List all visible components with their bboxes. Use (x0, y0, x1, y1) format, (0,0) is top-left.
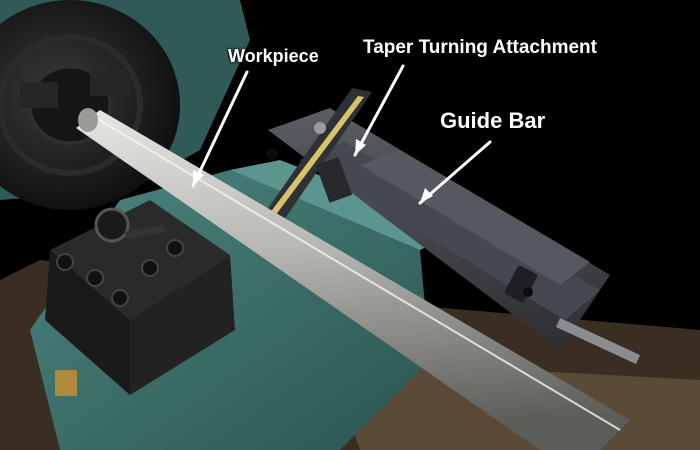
arrow-heads (193, 139, 433, 203)
pivot-pin (314, 122, 326, 134)
tool-post-bolt-4 (141, 259, 159, 277)
tool-post-base (50, 200, 230, 320)
tool-post-side (45, 250, 130, 395)
arrow-taper-attachment (353, 64, 405, 157)
slide-block (315, 157, 353, 203)
tool-post-bolt-3 (111, 289, 129, 307)
guide-rod (556, 318, 640, 364)
tool-post-bolt-1 (56, 253, 74, 271)
label-workpiece: Workpiece (228, 46, 319, 66)
guide-bar-clamp (504, 265, 538, 303)
guide-bar-rail (360, 150, 590, 285)
workpiece-bar (76, 110, 630, 450)
brass-fitting (55, 370, 77, 396)
arrowhead-workpiece (193, 170, 204, 186)
slot-highlight (254, 96, 364, 236)
attachment-bolt (266, 148, 278, 160)
arrowhead-taper-attachment (355, 139, 366, 155)
label-guide-bar: Guide Bar (440, 108, 546, 133)
workpiece-end (78, 108, 98, 132)
arrowhead-guide-bar (420, 188, 433, 203)
arrow-guide-bar (418, 140, 492, 205)
label-taper-turning-attachment: Taper Turning Attachment (363, 37, 597, 58)
chuck-jaw-2 (90, 70, 130, 96)
tool-post-front (130, 255, 235, 395)
tool-post-bolt-2 (86, 269, 104, 287)
chuck-jaw-1 (20, 82, 58, 108)
annotation-arrows (191, 64, 492, 205)
workpiece-highlight (95, 117, 621, 431)
tool-post-cap (94, 207, 130, 243)
tool-post-bolt-5 (166, 239, 184, 257)
clamp-bolt (523, 287, 533, 297)
chuck-ring (0, 34, 143, 176)
arrow-workpiece (191, 70, 249, 188)
tool-post-handle (124, 224, 166, 240)
